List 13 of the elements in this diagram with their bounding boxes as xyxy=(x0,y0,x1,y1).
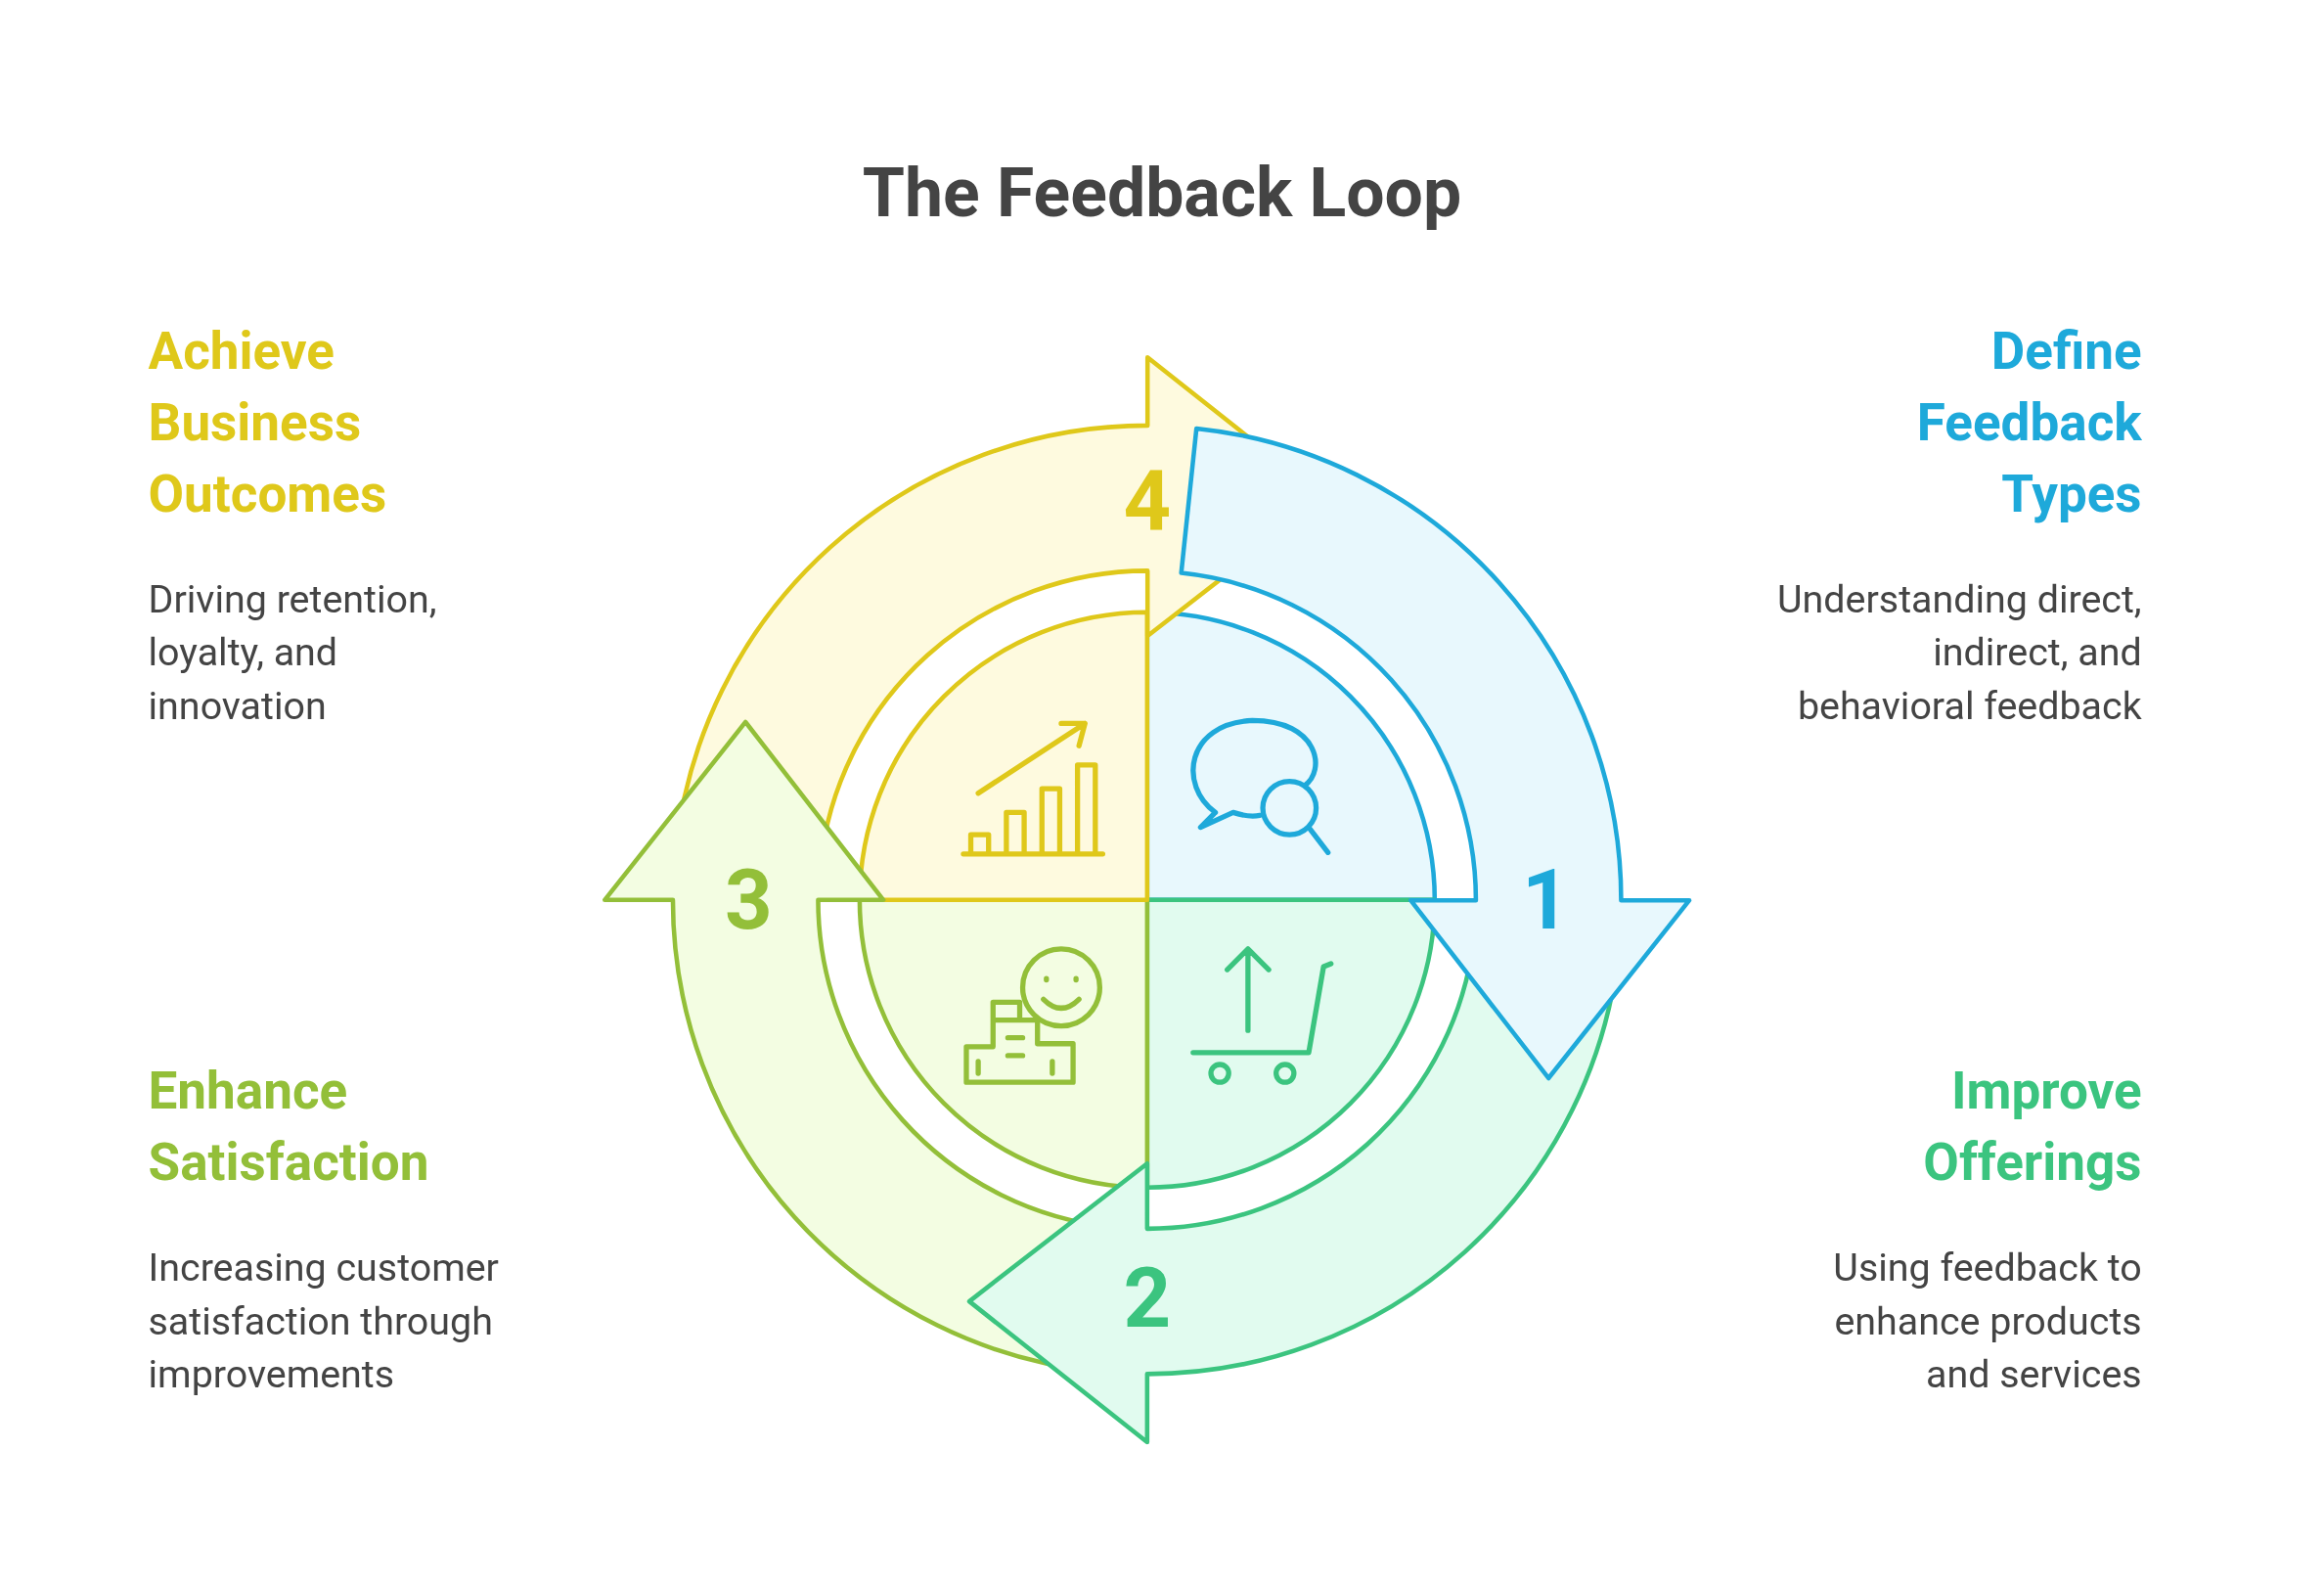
diagram-title: The Feedback Loop xyxy=(861,152,1463,235)
step-number: 3 xyxy=(724,855,773,945)
step-heading: Achieve Business Outcomes xyxy=(148,320,388,527)
step-heading: Enhance Satisfaction xyxy=(148,1060,430,1196)
step-heading: Improve Offerings xyxy=(1922,1060,2142,1196)
step-description: Driving retention, loyalty, and innovation xyxy=(148,575,438,730)
step-description: Increasing customer satisfaction through improvements xyxy=(148,1244,500,1399)
step-number: 2 xyxy=(1123,1253,1172,1343)
step-description: Using feedback to enhance products and services xyxy=(1832,1244,2142,1399)
step-description: Understanding direct, indirect, and behavioral feedback xyxy=(1776,575,2142,730)
step-number: 4 xyxy=(1123,456,1172,546)
step-heading: Define Feedback Types xyxy=(1915,320,2142,527)
step-number: 1 xyxy=(1522,855,1570,945)
